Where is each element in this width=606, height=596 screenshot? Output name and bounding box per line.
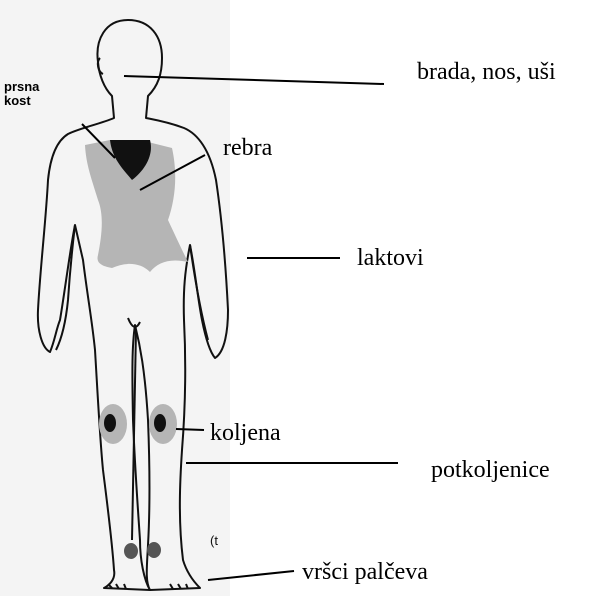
elbows-label: laktovi: [357, 246, 424, 270]
leader-knees: [176, 429, 204, 430]
right-knee-inner: [154, 414, 166, 432]
chin-label: brada, nos, uši: [417, 60, 556, 84]
sternum-label: prsna kost: [4, 80, 39, 108]
ribs-label: rebra: [223, 136, 272, 160]
sternum-label-line1: prsna: [4, 80, 39, 94]
left-ankle-spot: [124, 543, 138, 559]
toes-label: vršci palčeva: [302, 560, 428, 584]
knees-label: koljena: [210, 421, 281, 445]
right-ankle-spot: [147, 542, 161, 558]
left-knee-inner: [104, 414, 116, 432]
shins-label: potkoljenice: [431, 458, 550, 482]
partial-label: (t: [210, 533, 218, 548]
sternum-label-line2: kost: [4, 94, 39, 108]
